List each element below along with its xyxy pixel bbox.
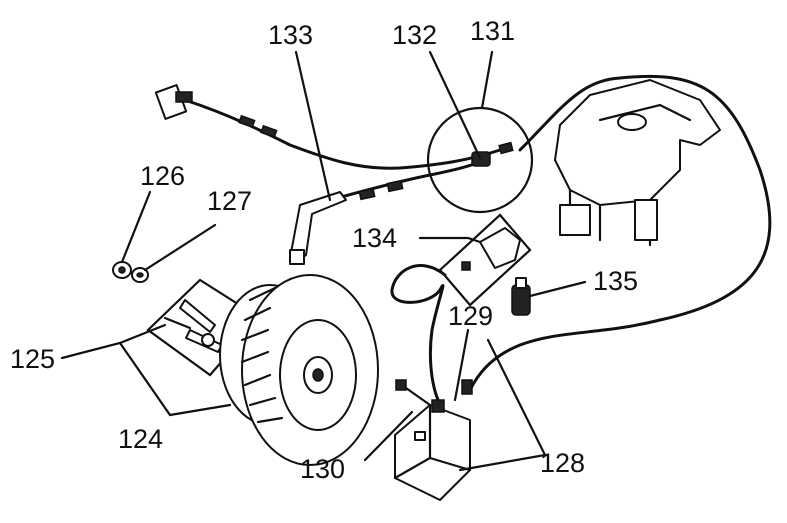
washer-icon bbox=[131, 267, 149, 283]
flywheel-icon bbox=[219, 274, 379, 466]
label-131: 131 bbox=[470, 16, 515, 46]
stop-switch-icon bbox=[154, 84, 278, 139]
label-135: 135 bbox=[593, 266, 638, 296]
nut-icon bbox=[112, 261, 132, 279]
ground-cable-icon bbox=[468, 74, 772, 392]
screw-icon bbox=[395, 379, 432, 407]
label-128: 128 bbox=[540, 448, 585, 478]
housing-cover-icon bbox=[554, 79, 721, 247]
label-127: 127 bbox=[207, 186, 252, 216]
ignition-module-icon bbox=[393, 379, 473, 501]
short-circuit-cable-icon bbox=[328, 160, 482, 202]
label-133: 133 bbox=[268, 20, 313, 50]
short-circuit-cable-icon bbox=[183, 98, 502, 170]
label-124: 124 bbox=[118, 424, 163, 454]
spark-plug-boot-icon bbox=[438, 213, 532, 307]
label-126: 126 bbox=[140, 161, 185, 191]
cable-connector-icon bbox=[471, 141, 514, 167]
label-125: 125 bbox=[10, 344, 55, 374]
cable-hook-icon bbox=[289, 179, 404, 265]
spark-plug-lead-icon bbox=[390, 264, 447, 402]
label-129: 129 bbox=[448, 301, 493, 331]
spark-plug-icon bbox=[511, 277, 531, 316]
label-132: 132 bbox=[392, 20, 437, 50]
label-130: 130 bbox=[300, 454, 345, 484]
label-134: 134 bbox=[352, 223, 397, 253]
detail-circle-icon bbox=[426, 106, 534, 214]
